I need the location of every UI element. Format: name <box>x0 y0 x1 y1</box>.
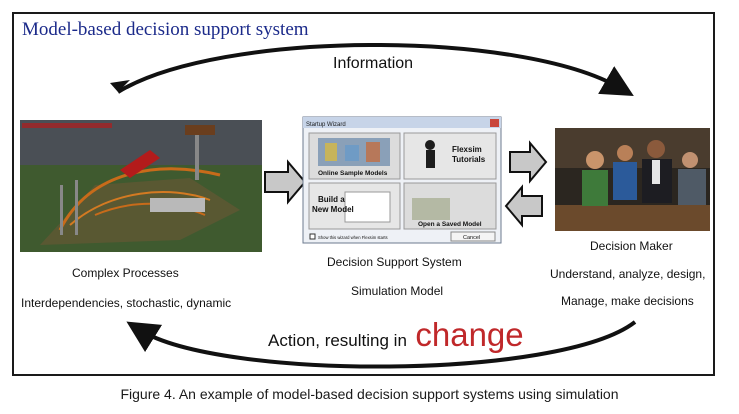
action-label: Action, resulting in <box>268 331 407 350</box>
wizard-cancel-label[interactable]: Cancel <box>463 235 480 241</box>
decision-maker-desc-1: Understand, analyze, design, <box>550 267 706 281</box>
tile-build-new-model-line2[interactable]: New Model <box>312 205 354 214</box>
wizard-checkbox-label: Show this wizard when Flexsim starts <box>318 235 388 240</box>
information-label: Information <box>333 55 414 72</box>
information-arc-arrow <box>116 43 634 97</box>
decision-maker-photo <box>555 128 710 231</box>
tile-flexsim-tutorials-line1[interactable]: Flexsim <box>452 145 482 154</box>
wizard-window-title: Startup Wizard <box>306 122 346 128</box>
tile-flexsim-tutorials-line2[interactable]: Tutorials <box>452 155 486 164</box>
simulation-model-label: Simulation Model <box>351 284 444 298</box>
information-arc-tail <box>110 80 130 92</box>
wizard-cancel-button[interactable] <box>450 231 496 242</box>
change-emphasis: change <box>415 316 524 353</box>
figure-caption: Figure 4. An example of model-based deci… <box>120 386 619 402</box>
diagram-title: Model-based decision support system <box>22 19 309 40</box>
tile-build-new-model-line1[interactable]: Build a <box>318 195 345 204</box>
startup-wizard-window <box>302 116 502 244</box>
action-arc-arrow <box>126 320 637 369</box>
tile-online-sample-models[interactable]: Online Sample Models <box>318 170 388 177</box>
complex-processes-desc: Interdependencies, stochastic, dynamic <box>21 296 232 310</box>
show-wizard-checkbox[interactable] <box>309 233 316 240</box>
decision-maker-label: Decision Maker <box>590 239 673 253</box>
process-to-model-arrow <box>264 159 307 205</box>
dss-label: Decision Support System <box>327 255 462 269</box>
model-to-decision-maker-arrow <box>509 140 548 184</box>
complex-process-image <box>20 120 262 252</box>
tile-open-saved-model[interactable]: Open a Saved Model <box>418 221 482 228</box>
decision-maker-desc-2: Manage, make decisions <box>561 294 694 308</box>
decision-maker-to-model-arrow <box>504 184 543 228</box>
close-icon[interactable] <box>490 119 499 127</box>
action-label-group: Action, resulting in change <box>268 316 524 354</box>
complex-processes-label: Complex Processes <box>72 266 179 280</box>
